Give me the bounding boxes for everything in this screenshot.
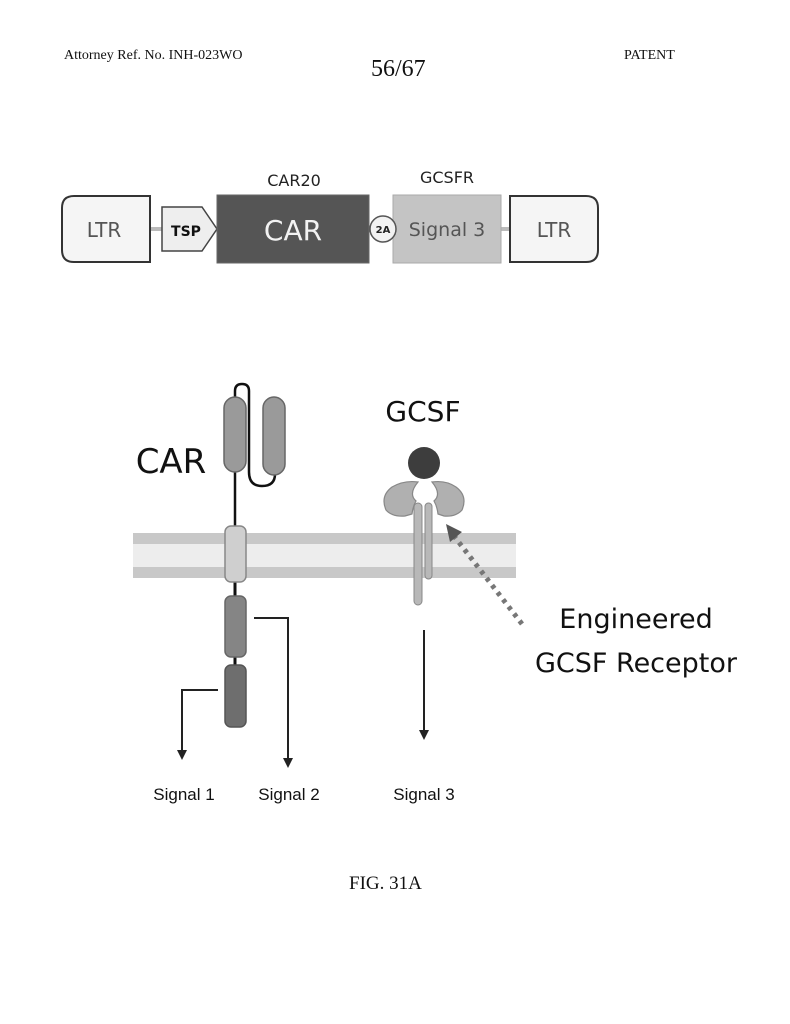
gcsf-receptor-complex: GCSF <box>383 395 524 740</box>
signal2-label: Signal 2 <box>258 785 319 804</box>
receptor-stalk-long <box>413 502 423 606</box>
scfv-vh-domain <box>223 396 247 473</box>
cell-membrane <box>133 533 516 578</box>
2a-element: 2A <box>369 215 397 243</box>
ltr-right-label: LTR <box>537 218 572 242</box>
engineered-label-line2: GCSF Receptor <box>535 648 738 679</box>
attorney-reference: Attorney Ref. No. INH-023WO <box>64 48 243 63</box>
signal3-label: Signal 3 <box>393 785 454 804</box>
document-type: PATENT <box>624 48 675 63</box>
receptor-stalk-short <box>424 502 433 580</box>
signal3-box-label: Signal 3 <box>409 219 486 241</box>
ltr-left-element: LTR <box>61 195 151 263</box>
gcsf-ligand <box>408 447 440 479</box>
receptor-extracellular-right <box>430 480 465 517</box>
signal3-element: Signal 3 <box>392 194 502 264</box>
ltr-left-label: LTR <box>87 218 122 242</box>
pointer-arrowhead <box>446 524 462 542</box>
scfv-linker <box>233 382 277 488</box>
signal1-arrow <box>177 689 218 760</box>
engineered-label-line1: Engineered <box>559 604 712 635</box>
transmembrane-domain <box>224 525 247 583</box>
figure-caption: FIG. 31A <box>349 873 422 894</box>
car-receptor: CAR <box>136 382 293 768</box>
car-element: CAR <box>216 194 370 264</box>
engineered-receptor-pointer <box>452 534 524 626</box>
construct-map: CAR20 GCSFR LTR TSP CAR Signal 3 2A <box>61 168 599 264</box>
signal1-label: Signal 1 <box>153 785 214 804</box>
tsp-element: TSP <box>161 206 218 252</box>
car-box-label: CAR <box>264 214 322 247</box>
ltr-right-element: LTR <box>509 195 599 263</box>
tsp-label: TSP <box>171 224 201 240</box>
page-number: 56/67 <box>371 56 426 82</box>
gcsf-label: GCSF <box>385 395 460 428</box>
cd3z-domain <box>224 664 247 728</box>
car-diagram-label: CAR <box>136 442 207 482</box>
receptor-extracellular-left <box>383 480 420 517</box>
scfv-vl-domain <box>262 396 286 476</box>
costimulatory-domain <box>224 595 247 658</box>
2a-label: 2A <box>376 225 391 236</box>
signal2-arrow <box>254 617 293 768</box>
car20-label: CAR20 <box>267 171 321 190</box>
gcsfr-label: GCSFR <box>420 168 474 187</box>
